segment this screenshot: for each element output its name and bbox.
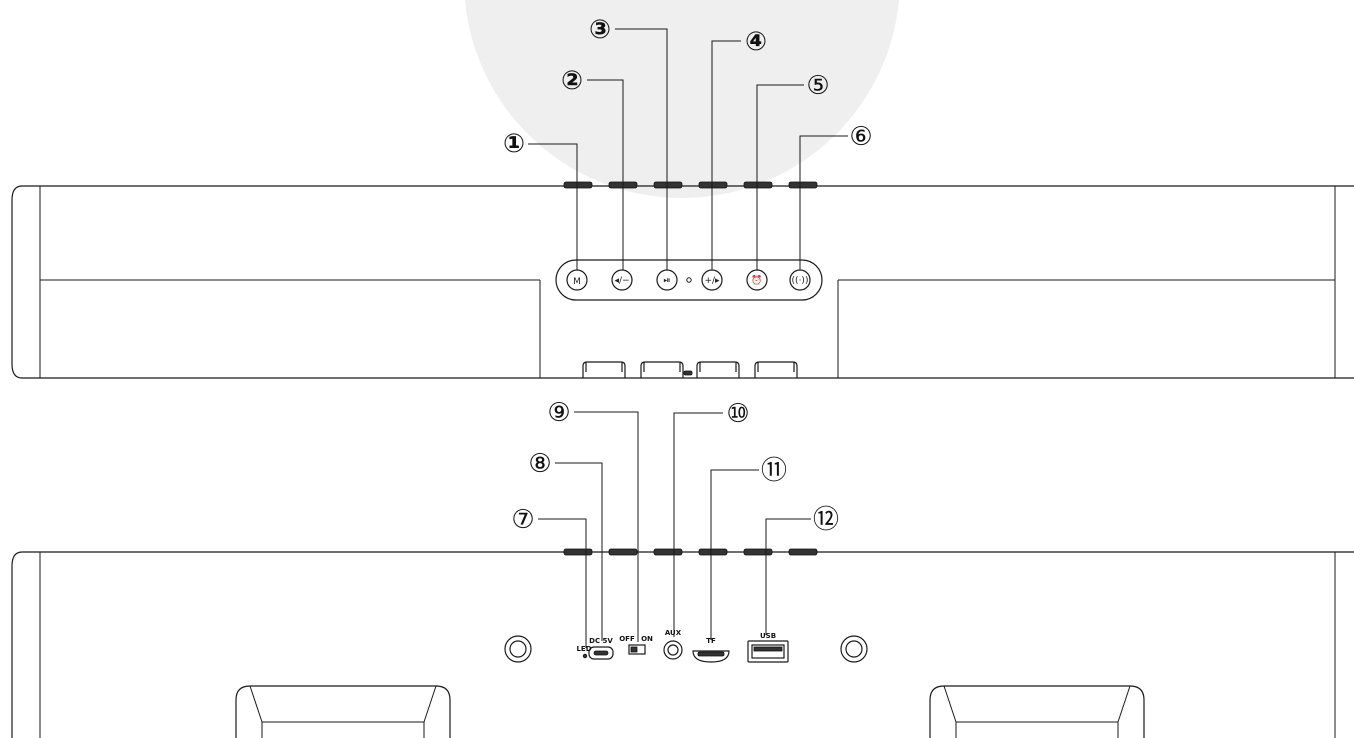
control-panel: [555, 259, 823, 301]
left-screw-hole: [504, 635, 532, 663]
callout-6: ⑥: [849, 122, 872, 152]
svg-text:M: M: [573, 277, 581, 287]
svg-text:+/▸: +/▸: [704, 276, 720, 286]
svg-text:⏰: ⏰: [751, 274, 762, 286]
indicator-led: [686, 277, 692, 283]
svg-text:⏯: ⏯: [663, 276, 670, 286]
svg-text:AUX: AUX: [665, 629, 682, 637]
prev-volume-down-button[interactable]: ◂/−: [611, 269, 633, 291]
callout-numbers: ① ② ③ ④ ⑤ ⑥ ⑦ ⑧ ⑨ ⑩ ⑪ ⑫: [503, 15, 873, 535]
rear-right-foot: [929, 685, 1145, 738]
callout-3: ③: [589, 15, 611, 45]
callout-8: ⑧: [528, 449, 551, 479]
dc-5v-port[interactable]: DC 5V: [588, 637, 614, 660]
callout-4: ④: [745, 27, 767, 57]
background-watermark-circle: [464, 0, 900, 198]
svg-text:((·)): ((·)): [792, 276, 809, 286]
rear-top-edge-pads: [563, 548, 818, 556]
mode-button[interactable]: M: [566, 269, 588, 291]
rear-left-foot: [235, 685, 451, 738]
callout-1: ①: [503, 129, 525, 159]
svg-text:DC 5V: DC 5V: [589, 637, 613, 645]
callout-5: ⑤: [806, 71, 829, 101]
bottom-feet: [582, 361, 798, 378]
rear-callout-lines: [538, 411, 811, 648]
front-callout-lines: [528, 28, 848, 270]
callout-2: ②: [561, 66, 583, 96]
play-pause-button[interactable]: ⏯: [656, 269, 678, 291]
callout-9: ⑨: [547, 398, 570, 428]
svg-text:ON: ON: [641, 635, 653, 643]
callout-11: ⑪: [761, 456, 787, 486]
power-switch[interactable]: OFF ON: [619, 635, 653, 655]
tf-card-slot[interactable]: TF: [692, 637, 730, 663]
svg-text:USB: USB: [760, 632, 776, 640]
soundbar-front-view: M ◂/− ⏯ +/▸ ⏰ ((·)): [11, 181, 1354, 379]
svg-text:◂/−: ◂/−: [614, 276, 629, 286]
soundbar-rear-view: LED DC 5V OFF ON AUX TF USB: [11, 548, 1354, 738]
usb-port[interactable]: USB: [747, 632, 789, 663]
next-volume-up-button[interactable]: +/▸: [701, 269, 723, 291]
svg-text:OFF: OFF: [619, 635, 635, 643]
wireless-button[interactable]: ((·)): [789, 269, 811, 291]
aux-jack[interactable]: AUX: [663, 629, 683, 660]
alarm-button[interactable]: ⏰: [746, 269, 768, 291]
callout-10: ⑩: [726, 399, 749, 429]
svg-text:LED: LED: [576, 645, 591, 653]
svg-text:TF: TF: [706, 637, 716, 645]
top-edge-pads: [563, 181, 818, 189]
callout-12: ⑫: [813, 505, 839, 535]
led-indicator: LED: [576, 645, 592, 659]
callout-7: ⑦: [511, 505, 534, 535]
right-screw-hole: [840, 635, 868, 663]
